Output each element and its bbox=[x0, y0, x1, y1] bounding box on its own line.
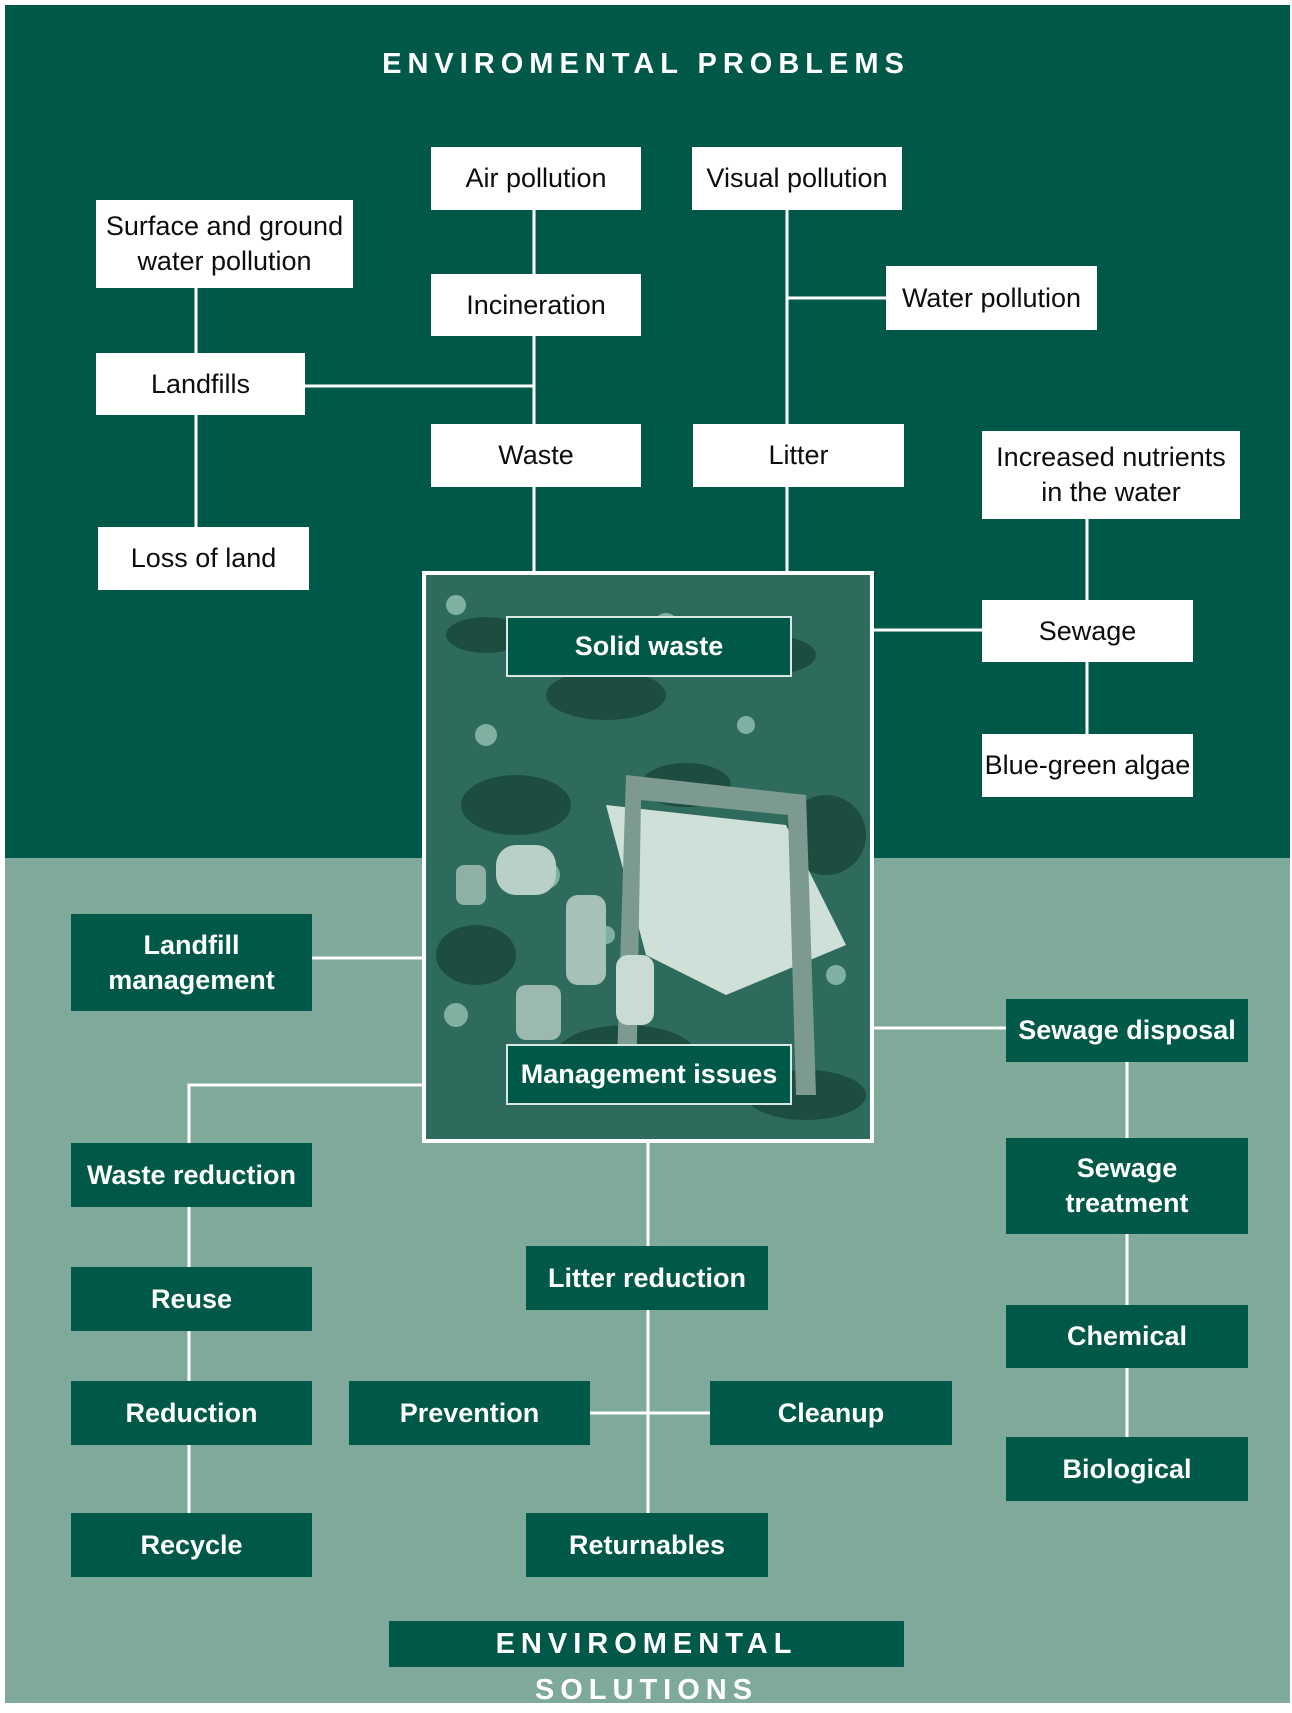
landfill-management-label: Landfill management bbox=[108, 929, 275, 995]
water-pollution-label: Water pollution bbox=[901, 282, 1082, 313]
solid-waste-label: Solid waste bbox=[506, 616, 792, 677]
solutions-heading: ENVIROMENTAL SOLUTIONS bbox=[389, 1621, 904, 1706]
biological-box: Biological bbox=[1006, 1437, 1248, 1501]
solid-waste-photo: Solid waste Management issues bbox=[422, 571, 874, 1143]
landfill-management-box: Landfill management bbox=[71, 914, 312, 1011]
sewage-treatment-box: Sewage treatment bbox=[1006, 1138, 1248, 1234]
biological-label: Biological bbox=[1062, 1453, 1192, 1484]
sewage-treatment-label: Sewage treatment bbox=[1065, 1153, 1189, 1218]
litter-reduction-box: Litter reduction bbox=[526, 1246, 768, 1310]
chemical-box: Chemical bbox=[1006, 1305, 1248, 1368]
prevention-box: Prevention bbox=[349, 1381, 590, 1445]
cleanup-label: Cleanup bbox=[777, 1397, 885, 1428]
sewage-disposal-box: Sewage disposal bbox=[1006, 999, 1248, 1062]
water-pollution-box: Water pollution bbox=[886, 266, 1097, 330]
returnables-label: Returnables bbox=[568, 1529, 726, 1560]
waste-reduction-label: Waste reduction bbox=[86, 1159, 297, 1190]
loss-of-land-box: Loss of land bbox=[98, 527, 309, 590]
management-issues-label: Management issues bbox=[506, 1044, 792, 1105]
recycle-label: Recycle bbox=[140, 1529, 243, 1560]
surface-ground-water-label: Surface and ground water pollution bbox=[105, 211, 344, 276]
returnables-box: Returnables bbox=[526, 1513, 768, 1577]
visual-pollution-box: Visual pollution bbox=[692, 147, 902, 210]
increased-nutrients-box: Increased nutrients in the water bbox=[982, 431, 1240, 519]
reduction-label: Reduction bbox=[125, 1397, 258, 1428]
reuse-box: Reuse bbox=[71, 1267, 312, 1331]
problems-heading: ENVIROMENTAL PROBLEMS bbox=[382, 48, 910, 80]
blue-green-algae-box: Blue-green algae bbox=[982, 734, 1193, 797]
waste-label: Waste bbox=[498, 440, 574, 470]
visual-pollution-label: Visual pollution bbox=[706, 163, 888, 193]
blue-green-algae-label: Blue-green algae bbox=[984, 750, 1191, 780]
incineration-label: Incineration bbox=[466, 289, 606, 320]
air-pollution-box: Air pollution bbox=[431, 147, 641, 210]
landfills-box: Landfills bbox=[96, 353, 305, 415]
incineration-box: Incineration bbox=[431, 274, 641, 336]
air-pollution-label: Air pollution bbox=[465, 163, 607, 193]
cleanup-box: Cleanup bbox=[710, 1381, 952, 1445]
increased-nutrients-label: Increased nutrients in the water bbox=[996, 442, 1226, 507]
reuse-label: Reuse bbox=[150, 1283, 233, 1314]
waste-reduction-box: Waste reduction bbox=[71, 1143, 312, 1207]
litter-label: Litter bbox=[768, 440, 829, 470]
sewage-disposal-label: Sewage disposal bbox=[1018, 1015, 1236, 1045]
reduction-box: Reduction bbox=[71, 1381, 312, 1445]
waste-box: Waste bbox=[431, 424, 641, 487]
loss-of-land-label: Loss of land bbox=[130, 543, 277, 573]
prevention-label: Prevention bbox=[399, 1397, 540, 1428]
surface-ground-water-box: Surface and ground water pollution bbox=[96, 200, 353, 288]
sewage-box: Sewage bbox=[982, 600, 1193, 662]
chemical-label: Chemical bbox=[1066, 1321, 1188, 1351]
litter-box: Litter bbox=[693, 424, 904, 487]
landfills-label: Landfills bbox=[150, 368, 251, 399]
recycle-box: Recycle bbox=[71, 1513, 312, 1577]
sewage-label: Sewage bbox=[1038, 615, 1137, 646]
litter-reduction-label: Litter reduction bbox=[547, 1262, 746, 1293]
